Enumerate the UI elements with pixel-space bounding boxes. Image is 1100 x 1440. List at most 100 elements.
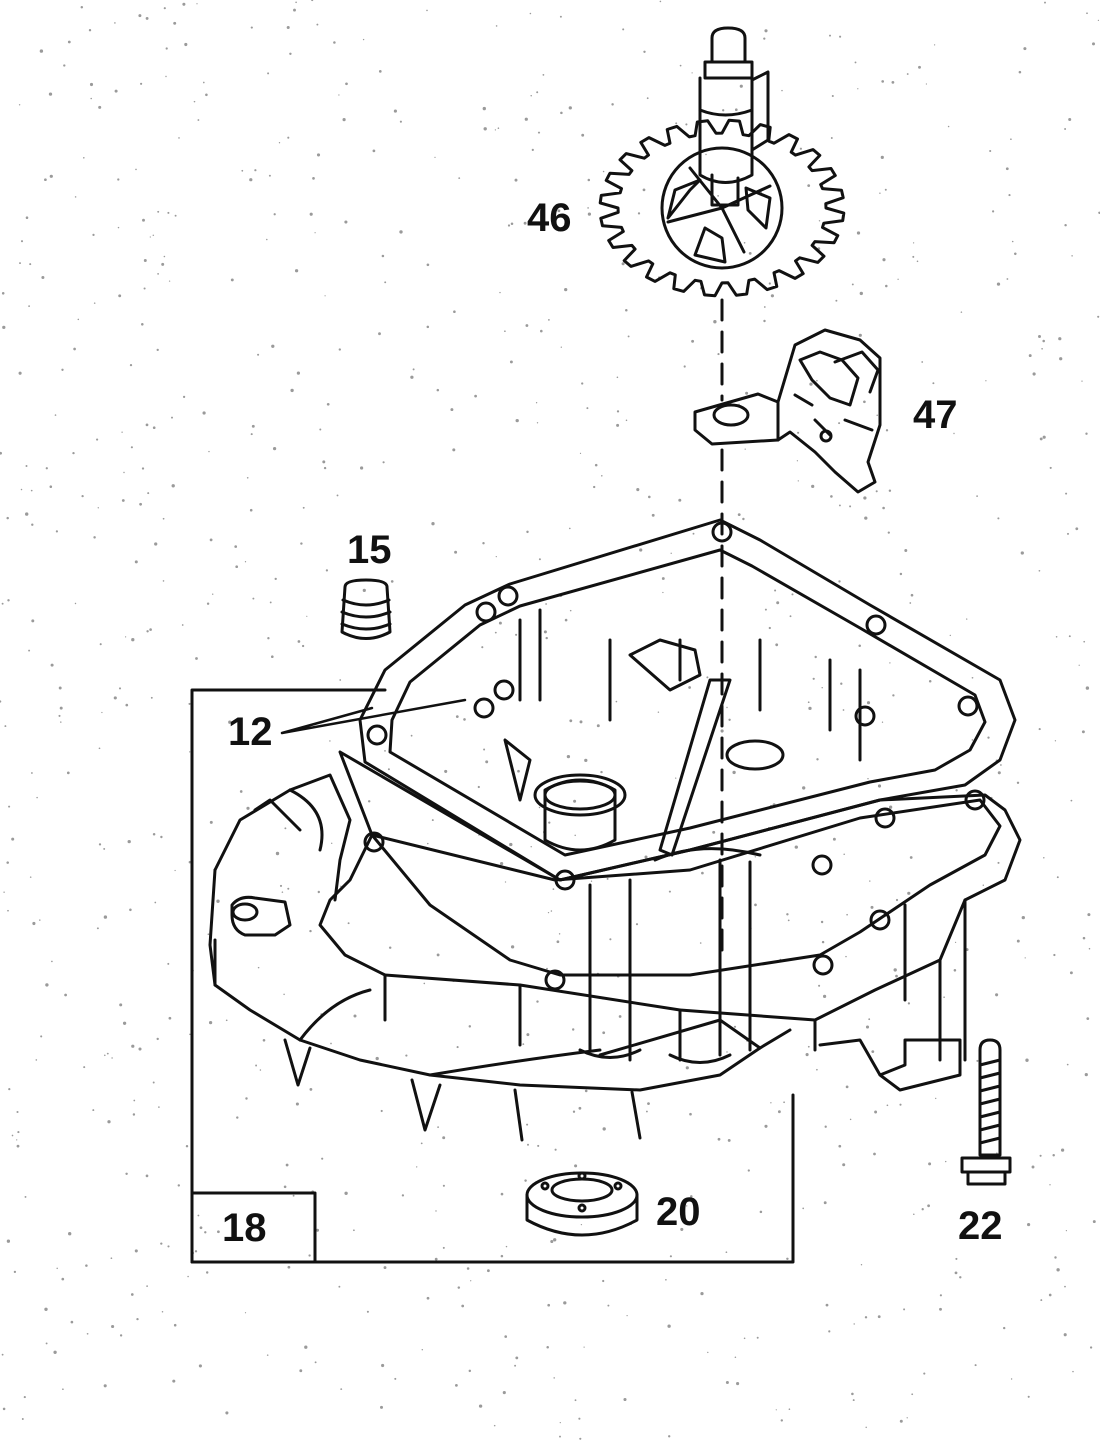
speckle-dot	[868, 1018, 871, 1021]
speckle-dot	[907, 1002, 911, 1005]
callout-18: 18	[222, 1206, 267, 1250]
speckle-dot	[367, 800, 371, 803]
speckle-dot	[338, 1285, 341, 1288]
speckle-dot	[921, 361, 924, 363]
speckle-dot	[745, 391, 749, 395]
speckle-dot	[338, 94, 340, 96]
speckle-dot	[60, 721, 62, 723]
speckle-dot	[81, 494, 84, 498]
speckle-dot	[622, 28, 625, 31]
speckle-dot	[1064, 223, 1067, 227]
gear-teeth-outline	[598, 118, 846, 298]
speckle-dot	[1052, 1153, 1055, 1157]
speckle-dot	[217, 1230, 220, 1234]
speckle-dot	[899, 1103, 902, 1106]
speckle-dot	[954, 941, 957, 944]
speckle-dot	[380, 1405, 383, 1409]
speckle-dot	[378, 332, 381, 336]
speckle-dot	[494, 631, 497, 634]
callout-20: 20	[656, 1190, 701, 1234]
speckle-dot	[399, 120, 402, 123]
speckle-dot	[547, 911, 550, 914]
speckle-dot	[168, 1016, 172, 1020]
speckle-dot	[145, 16, 149, 20]
speckle-dot	[117, 226, 120, 229]
speckle-dot	[275, 851, 280, 856]
speckle-dot	[759, 1210, 763, 1214]
speckle-dot	[245, 1097, 248, 1100]
speckle-dot	[787, 919, 790, 922]
speckle-dot	[89, 82, 94, 87]
speckle-dot	[68, 1232, 72, 1236]
speckle-dot	[375, 1056, 379, 1061]
speckle-dot	[678, 498, 682, 502]
speckle-dot	[884, 188, 887, 191]
speckle-dot	[1069, 971, 1073, 975]
speckle-dot	[662, 591, 664, 594]
speckle-dot	[322, 460, 326, 464]
speckle-dot	[156, 1037, 159, 1041]
speckle-dot	[807, 1045, 810, 1048]
speckle-dot	[748, 251, 752, 255]
speckle-dot	[114, 89, 118, 93]
speckle-dot	[97, 507, 99, 509]
speckle-dot	[1044, 1, 1046, 4]
speckle-dot	[295, 1, 297, 4]
speckle-dot	[829, 34, 831, 37]
speckle-dot	[302, 506, 305, 509]
speckle-dot	[550, 1239, 554, 1244]
speckle-dot	[889, 662, 891, 664]
speckle-dot	[162, 580, 165, 582]
speckle-dot	[1039, 437, 1043, 441]
speckle-dot	[881, 80, 885, 83]
speckle-dot	[423, 982, 426, 985]
speckle-dot	[838, 580, 841, 583]
speckle-dot	[770, 294, 774, 298]
speckle-dot	[236, 1116, 239, 1119]
speckle-dot	[675, 777, 677, 779]
speckle-dot	[939, 1294, 942, 1297]
speckle-dot	[44, 1307, 48, 1311]
speckle-dot	[101, 711, 103, 714]
speckle-dot	[786, 913, 789, 916]
speckle-dot	[185, 1144, 189, 1148]
speckle-dot	[171, 416, 173, 419]
speckle-dot	[30, 489, 33, 492]
speckle-dot	[207, 933, 210, 936]
speckle-dot	[287, 887, 290, 890]
speckle-dot	[1010, 1378, 1013, 1380]
speckle-dot	[537, 207, 540, 210]
speckle-dot	[1092, 42, 1095, 46]
speckle-dot	[514, 1364, 517, 1367]
speckle-dot	[110, 1257, 113, 1260]
speckle-dot	[763, 306, 766, 308]
speckle-dot	[989, 149, 992, 153]
speckle-dot	[29, 876, 32, 878]
speckle-dot	[569, 719, 573, 723]
speckle-dot	[11, 1134, 14, 1137]
speckle-dot	[58, 714, 61, 717]
speckle-dot	[154, 542, 158, 546]
speckle-dot	[168, 280, 171, 282]
speckle-dot	[997, 517, 1000, 520]
speckle-dot	[669, 1255, 672, 1258]
speckle-dot	[1066, 1063, 1069, 1066]
speckle-dot	[546, 1345, 549, 1349]
speckle-dot	[636, 488, 640, 492]
speckle-dot	[1011, 240, 1014, 243]
speckle-dot	[106, 1052, 109, 1055]
speckle-dot	[25, 512, 29, 516]
speckle-dot	[780, 1419, 783, 1422]
speckle-dot	[468, 1369, 472, 1373]
speckle-dot	[726, 1051, 728, 1053]
speckle-dot	[686, 1205, 688, 1207]
speckle-dot	[121, 431, 123, 433]
speckle-dot	[602, 1279, 605, 1283]
speckle-dot	[849, 505, 852, 508]
speckle-dot	[945, 1160, 947, 1163]
speckle-dot	[579, 1437, 582, 1440]
speckle-dot	[705, 153, 707, 156]
speckle-dot	[928, 680, 932, 683]
speckle-dot	[336, 494, 339, 497]
speckle-dot	[899, 1419, 903, 1423]
